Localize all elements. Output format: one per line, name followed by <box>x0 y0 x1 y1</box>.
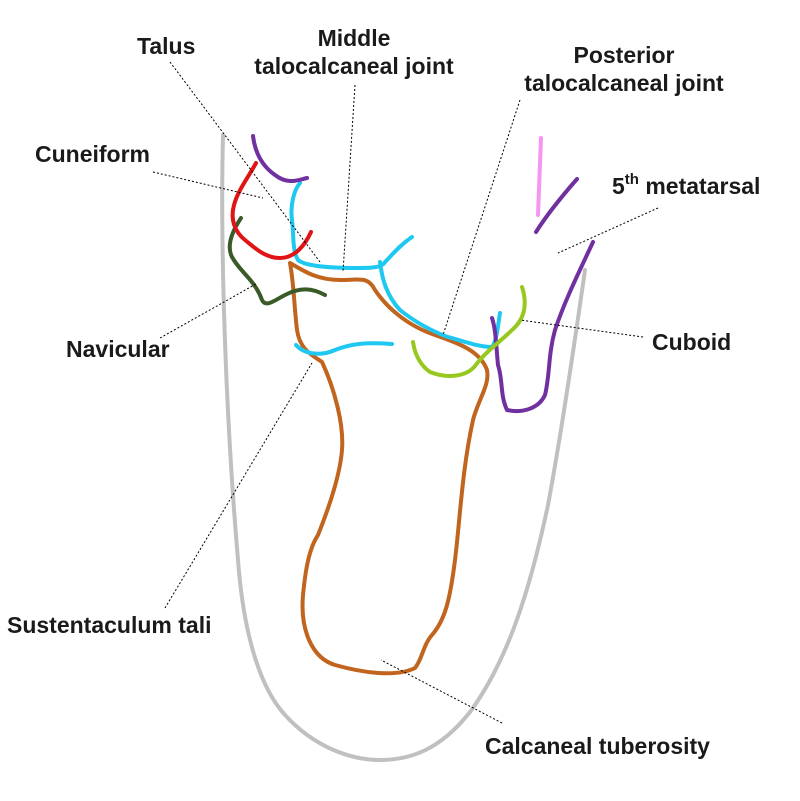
leader-posterior-joint <box>442 99 521 336</box>
cuboid-outline <box>411 285 527 378</box>
label-calcaneal-tuberosity-text: Calcaneal tuberosity <box>485 733 710 759</box>
leader-lines <box>152 61 659 724</box>
fifth-metatarsal-outline <box>490 240 595 414</box>
label-middle-line1: Middle <box>317 25 391 51</box>
talus-posterior-facet <box>378 260 502 350</box>
label-cuboid: Cuboid <box>652 328 731 356</box>
label-fifth-metatarsal: 5th metatarsal <box>612 172 760 200</box>
label-fifth-metatarsal-num: 5 <box>612 173 625 199</box>
label-navicular: Navicular <box>66 335 170 363</box>
leader-cuneiform <box>152 171 264 199</box>
label-posterior-line2: talocalcaneal joint <box>524 70 724 96</box>
label-fifth-metatarsal-text: metatarsal <box>645 173 761 199</box>
label-sustentaculum-tali: Sustentaculum tali <box>7 611 211 639</box>
label-sustentaculum-tali-text: Sustentaculum tali <box>7 612 212 638</box>
pink-line <box>536 136 543 217</box>
foot-outline <box>220 133 587 763</box>
label-cuneiform-text: Cuneiform <box>35 141 150 167</box>
label-navicular-text: Navicular <box>66 336 170 362</box>
label-posterior-talocalcaneal-joint: Posterior talocalcaneal joint <box>510 41 738 97</box>
label-cuneiform: Cuneiform <box>35 140 150 168</box>
label-middle-line2: talocalcaneal joint <box>254 53 454 79</box>
talus-middle-facet <box>294 341 394 356</box>
label-posterior-line1: Posterior <box>573 42 675 68</box>
label-talus-text: Talus <box>137 33 196 59</box>
first-metatarsal-outline <box>251 134 309 183</box>
talus-outline <box>289 181 414 271</box>
leader-calcaneal-tuberosity <box>380 659 503 724</box>
label-middle-talocalcaneal-joint: Middle talocalcaneal joint <box>240 24 468 80</box>
leader-fifth-metatarsal <box>557 207 659 254</box>
leader-talus <box>169 61 321 263</box>
label-fifth-metatarsal-sup: th <box>624 171 639 189</box>
leader-cuboid <box>519 319 644 338</box>
calcaneus-outline <box>288 261 490 676</box>
label-cuboid-text: Cuboid <box>652 329 732 355</box>
fifth-metatarsal-upper <box>534 177 579 234</box>
navicular-outline <box>227 216 327 306</box>
label-calcaneal-tuberosity: Calcaneal tuberosity <box>485 732 710 760</box>
leader-middle-joint <box>342 84 356 273</box>
leader-navicular <box>159 283 257 339</box>
label-talus: Talus <box>137 32 195 60</box>
cuneiform-outline <box>230 161 313 261</box>
